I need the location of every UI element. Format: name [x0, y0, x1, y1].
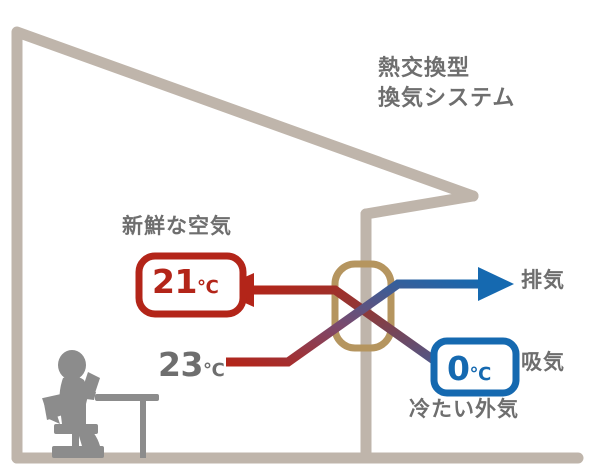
- heat-exchanger-icon: [331, 260, 395, 352]
- indoor-temperature-value-group: 23℃: [158, 348, 225, 381]
- diagram-title: 熱交換型 換気システム: [378, 58, 515, 110]
- supply-temperature-value-group: 21℃: [152, 265, 219, 298]
- supply-temperature-value: 21: [152, 262, 197, 301]
- outside-temperature-unit: ℃: [469, 364, 492, 385]
- cold-outside-air-label: 冷たい外気: [409, 397, 519, 421]
- indoor-temperature-value: 23: [158, 345, 203, 384]
- outside-temp-badge: [430, 337, 520, 397]
- outside-temperature-value-group: 0℃: [447, 352, 491, 385]
- diagram-title-line-2: 換気システム: [378, 86, 516, 111]
- diagram-title-line-1: 熱交換型: [378, 56, 471, 81]
- intake-label: 吸気: [521, 350, 565, 374]
- supply-temperature-unit: ℃: [196, 277, 219, 298]
- supply-temp-badge: [135, 252, 247, 318]
- exhaust-label: 排気: [521, 268, 565, 292]
- indoor-temperature-unit: ℃: [202, 360, 225, 381]
- person-reading-icon: [42, 350, 159, 458]
- arrow-right-icon: [478, 267, 514, 301]
- outside-temperature-value: 0: [447, 349, 470, 388]
- house-outline-icon: [11, 26, 584, 464]
- exhaust-airflow-path: [226, 267, 514, 367]
- fresh-air-label: 新鮮な空気: [122, 214, 232, 238]
